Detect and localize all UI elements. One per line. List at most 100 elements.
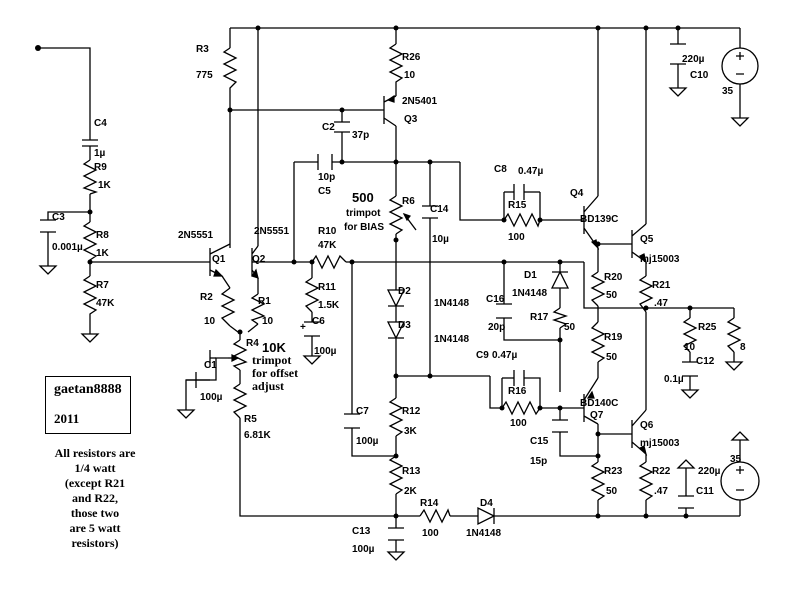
label-r12-id: R12 xyxy=(402,406,421,417)
label-r5-value: 6.81K xyxy=(244,430,271,441)
resistor-power-note: All resistors are 1/4 watt (except R21 a… xyxy=(40,446,150,551)
resistor-r13-symbol xyxy=(388,455,404,495)
label-r15-value: 100 xyxy=(508,232,525,243)
label-c14-value: 10µ xyxy=(432,234,449,245)
label-r13-value: 2K xyxy=(404,486,418,497)
label-load-value: 8 xyxy=(740,342,746,353)
diodes xyxy=(386,270,570,526)
resistor-r22-symbol xyxy=(638,461,654,501)
label-q5-value: mj15003 xyxy=(640,254,680,265)
label-c11-value: 220µ xyxy=(698,466,721,477)
resistor-r3-symbol xyxy=(222,47,238,92)
bias-trimpot-value: 500 xyxy=(352,190,374,205)
author-name: gaetan8888 xyxy=(54,382,122,397)
label-r14-id: R14 xyxy=(420,498,439,509)
author-year: 2011 xyxy=(54,411,80,426)
note-line: are 5 watt xyxy=(69,521,121,535)
label-c8-value: 0.47µ xyxy=(518,166,543,177)
label-c8-id: C8 xyxy=(494,164,507,175)
diode-d4-symbol xyxy=(477,506,496,526)
label-r20-id: R20 xyxy=(604,272,623,283)
label-r25-value: 10 xyxy=(684,342,696,353)
label-r12-value: 3K xyxy=(404,426,418,437)
label-r22-value: .47 xyxy=(654,486,668,497)
label-d4-id: D4 xyxy=(480,498,493,509)
resistor-r26-symbol xyxy=(388,43,404,86)
label-vtop-value: 35 xyxy=(722,86,734,97)
label-r2-id: R2 xyxy=(200,292,213,303)
label-q3-id: Q3 xyxy=(404,114,418,125)
label-r16-value: 100 xyxy=(510,418,527,429)
offset-trimpot-note-2: trimpot xyxy=(252,353,291,367)
label-c2-id: C2 xyxy=(322,122,335,133)
label-q5-id: Q5 xyxy=(640,234,654,245)
bias-trimpot-note-2: for BIAS xyxy=(344,222,384,233)
resistor-r23-symbol xyxy=(590,461,606,501)
label-r9-value: 1K xyxy=(98,180,112,191)
label-d2-value: 1N4148 xyxy=(434,298,469,309)
label-c16-id: C16 xyxy=(486,294,505,305)
resistor-r12-symbol xyxy=(388,397,404,437)
resistor-r9-symbol xyxy=(82,159,99,195)
label-c12-value: 0.1µ xyxy=(664,374,684,385)
label-c13-value: 100µ xyxy=(352,544,375,555)
label-c6-value: 100µ xyxy=(314,346,337,357)
author-box: gaetan8888 2011 xyxy=(45,376,131,434)
label-c15-id: C15 xyxy=(530,436,549,447)
label-r25-id: R25 xyxy=(698,322,717,333)
resistor-load-symbol xyxy=(726,317,742,353)
resistor-r19-symbol xyxy=(590,321,606,363)
label-r10-value: 47K xyxy=(318,240,337,251)
label-c11-id: C11 xyxy=(696,486,714,497)
label-r26-value: 10 xyxy=(404,70,416,81)
offset-trimpot-note-1: 10K xyxy=(262,340,286,355)
label-r7-id: R7 xyxy=(96,280,109,291)
label-c12-id: C12 xyxy=(696,356,715,367)
label-d4-value: 1N4148 xyxy=(466,528,501,539)
label-c1-id: C1 xyxy=(204,360,217,371)
label-c9-value: 0.47µ xyxy=(492,350,517,361)
resistor-r5-symbol xyxy=(232,383,248,419)
label-r19-id: R19 xyxy=(604,332,623,343)
capacitors: + xyxy=(40,43,698,541)
resistor-r21-symbol xyxy=(638,275,654,313)
label-q7-value: BD140C xyxy=(580,398,618,409)
labels: R3 775 R26 10 2N5401 Q3 C2 37p C4 1µ R9 … xyxy=(52,44,746,555)
label-d1-value: 1N4148 xyxy=(512,288,547,299)
resistor-r6-symbol xyxy=(388,195,404,235)
label-r4-id: R4 xyxy=(246,338,259,349)
bias-trimpot-note-1: trimpot xyxy=(346,208,381,219)
label-c10-id: C10 xyxy=(690,70,709,81)
resistor-r16-symbol xyxy=(501,400,541,416)
resistor-r10-symbol xyxy=(311,254,347,270)
label-r26-id: R26 xyxy=(402,52,421,63)
label-c2-value: 37p xyxy=(352,130,369,141)
label-c5-value: 10p xyxy=(318,172,335,183)
label-c3-value: 0.001µ xyxy=(52,242,83,253)
label-r19-value: 50 xyxy=(606,352,618,363)
label-q1-id: Q1 xyxy=(212,254,226,265)
label-r7-value: 47K xyxy=(96,298,115,309)
label-c7-id: C7 xyxy=(356,406,369,417)
note-line: and R22, xyxy=(71,491,118,505)
label-r16-id: R16 xyxy=(508,386,527,397)
label-q7-id: Q7 xyxy=(590,410,604,421)
svg-text:+: + xyxy=(300,322,306,333)
label-q2-id: Q2 xyxy=(252,254,266,265)
resistor-r15-symbol xyxy=(503,212,541,228)
grounds xyxy=(38,87,750,561)
resistor-r11-symbol xyxy=(304,277,320,313)
label-r6-id: R6 xyxy=(402,196,415,207)
resistor-r14-symbol xyxy=(419,508,451,524)
label-r1-value: 10 xyxy=(262,316,274,327)
label-r8-value: 1K xyxy=(96,248,110,259)
resistor-r25-symbol xyxy=(682,317,698,353)
label-r2-value: 10 xyxy=(204,316,216,327)
label-d3-id: D3 xyxy=(398,320,411,331)
label-vbot-value: 35 xyxy=(730,454,742,465)
label-r23-value: 50 xyxy=(606,486,618,497)
label-q1-value: 2N5551 xyxy=(178,230,213,241)
diode-d1-symbol xyxy=(550,270,570,289)
resistor-r17-symbol xyxy=(551,307,569,329)
transistors xyxy=(196,94,648,456)
